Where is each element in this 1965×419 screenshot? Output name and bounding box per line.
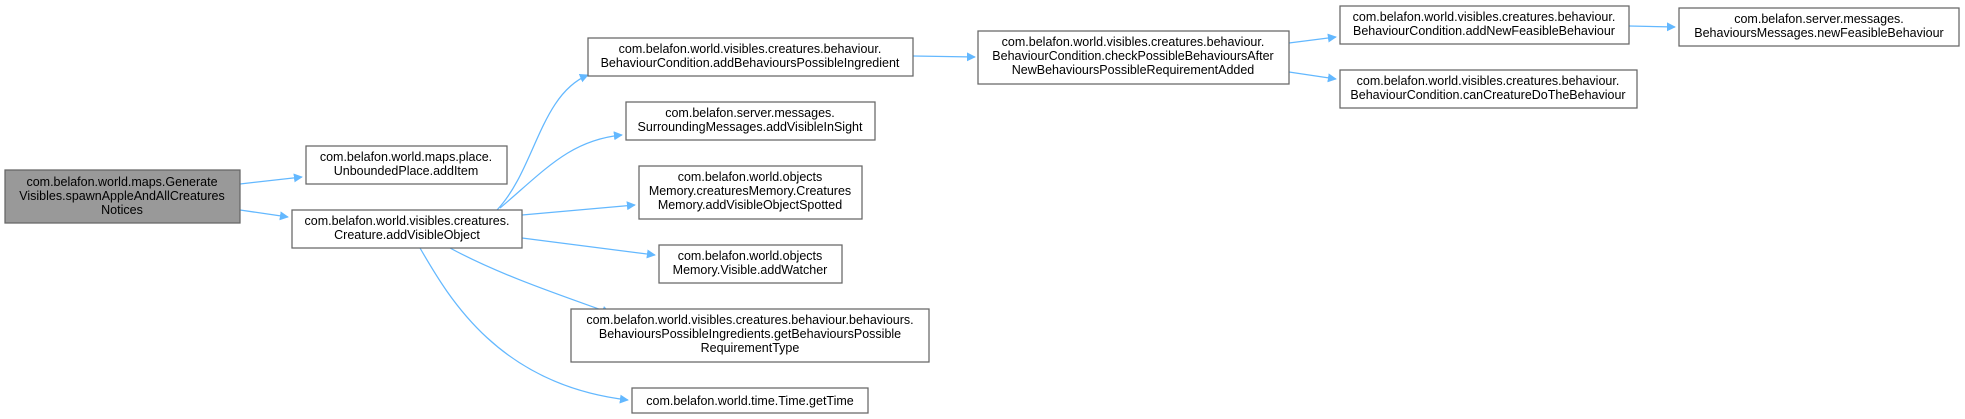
node-check-possible-behaviours-after[interactable]: com.belafon.world.visibles.creatures.beh… <box>977 30 1290 85</box>
node-root[interactable]: com.belafon.world.maps.Generate Visibles… <box>4 169 241 224</box>
node-add-new-feasible-behaviour[interactable]: com.belafon.world.visibles.creatures.beh… <box>1339 5 1630 45</box>
edge-line <box>239 209 289 221</box>
edge-creature-to-time-get-time <box>419 247 629 404</box>
node-creatures-memory-add-visible-object-spotted[interactable]: com.belafon.world.objects Memory.creatur… <box>638 165 863 220</box>
edge-line <box>1288 33 1337 44</box>
node-label-line: NewBehavioursPossibleRequirementAdded <box>1012 63 1255 77</box>
edge-creature-to-visible-add-watcher <box>521 237 656 259</box>
node-label-line: Memory.creaturesMemory.Creatures <box>649 184 851 198</box>
node-label-line: UnboundedPlace.addItem <box>334 164 479 178</box>
edge-line <box>521 237 656 259</box>
node-label-line: BehaviourCondition.addNewFeasibleBehavio… <box>1353 24 1615 38</box>
node-label-line: BehaviourCondition.checkPossibleBehaviou… <box>992 49 1273 63</box>
node-get-behaviours-possible-requirement-type[interactable]: com.belafon.world.visibles.creatures.beh… <box>570 308 930 363</box>
node-label-line: Memory.addVisibleObjectSpotted <box>658 198 842 212</box>
node-creature-add-visible-object[interactable]: com.belafon.world.visibles.creatures. Cr… <box>291 209 523 249</box>
edge-check-possible-to-add-new-feasible-behaviour <box>1288 33 1337 44</box>
node-new-feasible-behaviour-message[interactable]: com.belafon.server.messages. BehavioursM… <box>1678 7 1960 47</box>
node-time-get-time[interactable]: com.belafon.world.time.Time.getTime <box>631 387 869 414</box>
edge-creature-to-creatures-memory-add-visible-object-spotted <box>521 201 636 216</box>
node-label-line: com.belafon.world.maps.place. <box>320 150 492 164</box>
edge-check-possible-to-can-creature-do-the-behaviour <box>1288 71 1337 83</box>
edge-creature-to-surrounding-add-visible-in-sight <box>499 131 623 209</box>
node-label-line: com.belafon.world.visibles.creatures.beh… <box>1353 10 1616 24</box>
edge-line <box>239 173 303 185</box>
node-label-line: com.belafon.world.objects <box>678 170 823 184</box>
node-label-line: SurroundingMessages.addVisibleInSight <box>638 120 863 134</box>
node-label-line: RequirementType <box>701 341 800 355</box>
node-label-line: com.belafon.world.objects <box>678 249 823 263</box>
node-label-line: com.belafon.world.maps.Generate <box>26 175 217 189</box>
node-label-line: com.belafon.server.messages. <box>1734 12 1904 26</box>
node-label-line: com.belafon.world.time.Time.getTime <box>646 394 854 408</box>
edge-line <box>499 131 623 209</box>
edge-line <box>912 52 976 62</box>
edge-creature-to-add-behaviours-possible-ingredient <box>496 73 589 211</box>
edge-root-to-creature-add-visible-object <box>239 209 289 221</box>
node-label-line: com.belafon.world.visibles.creatures.beh… <box>1357 74 1620 88</box>
edge-line <box>521 201 636 216</box>
node-add-behaviours-possible-ingredient[interactable]: com.belafon.world.visibles.creatures.beh… <box>587 37 914 77</box>
edge-creature-to-get-behaviours-possible-requirement-type <box>449 247 611 315</box>
edge-line <box>449 247 611 315</box>
node-unbounded-add-item[interactable]: com.belafon.world.maps.place. UnboundedP… <box>305 145 508 185</box>
node-label-line: BehavioursMessages.newFeasibleBehaviour <box>1694 26 1943 40</box>
node-can-creature-do-the-behaviour[interactable]: com.belafon.world.visibles.creatures.beh… <box>1339 69 1638 109</box>
node-label-line: com.belafon.world.visibles.creatures. <box>305 214 510 228</box>
node-surrounding-add-visible-in-sight[interactable]: com.belafon.server.messages. Surrounding… <box>625 101 876 141</box>
node-label-line: com.belafon.world.visibles.creatures.beh… <box>1002 35 1265 49</box>
node-label-line: Notices <box>101 203 143 217</box>
edge-line <box>419 247 629 404</box>
node-visible-add-watcher[interactable]: com.belafon.world.objects Memory.Visible… <box>658 244 843 284</box>
node-label-line: BehaviourCondition.addBehavioursPossible… <box>601 56 900 70</box>
node-label-line: com.belafon.world.visibles.creatures.beh… <box>619 42 882 56</box>
edge-root-to-unbounded-add-item <box>239 173 303 185</box>
node-label-line: com.belafon.world.visibles.creatures.beh… <box>586 313 913 327</box>
node-label-line: com.belafon.server.messages. <box>665 106 835 120</box>
edge-line <box>496 73 589 211</box>
node-label-line: BehaviourCondition.canCreatureDoTheBehav… <box>1350 88 1625 102</box>
edge-line <box>1628 22 1676 32</box>
node-label-line: Memory.Visible.addWatcher <box>673 263 828 277</box>
node-label-line: BehavioursPossibleIngredients.getBehavio… <box>599 327 901 341</box>
node-label-line: Creature.addVisibleObject <box>334 228 480 242</box>
node-label-line: Visibles.spawnAppleAndAllCreatures <box>19 189 224 203</box>
edge-add-ingredient-to-check-possible-behaviours <box>912 52 976 62</box>
edge-add-new-feasible-to-new-feasible-behaviour-message <box>1628 22 1676 32</box>
edge-line <box>1288 71 1337 83</box>
